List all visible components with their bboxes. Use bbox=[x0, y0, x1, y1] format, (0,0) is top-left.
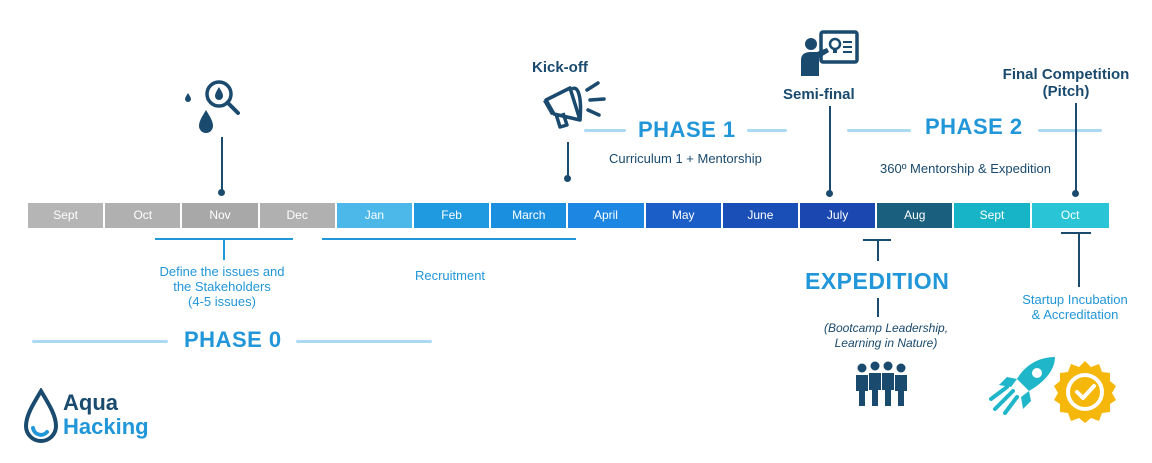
month-10: June bbox=[722, 203, 800, 228]
startup-incubation-label: Startup Incubation & Accreditation bbox=[1000, 292, 1150, 322]
phase0-title: PHASE 0 bbox=[184, 327, 282, 352]
aqua-hacking-logo: Aqua Hacking bbox=[22, 388, 172, 446]
phase0-line-right bbox=[296, 340, 432, 343]
phase2-line-right bbox=[1038, 129, 1102, 132]
month-12: Aug bbox=[877, 203, 955, 228]
presentation-icon bbox=[801, 30, 859, 76]
month-5: Jan bbox=[336, 203, 414, 228]
final-competition-line1: Final Competition bbox=[1002, 66, 1130, 83]
expedition-description: (Bootcamp Leadership, Learning in Nature… bbox=[805, 321, 967, 351]
expedition-desc-line1: (Bootcamp Leadership, bbox=[823, 321, 949, 335]
logo-text-hacking: Hacking bbox=[63, 414, 149, 439]
startup-line2: & Accreditation bbox=[1031, 307, 1119, 322]
month-9: May bbox=[645, 203, 723, 228]
define-issues-line3: (4-5 issues) bbox=[188, 294, 256, 309]
startup-connector-line bbox=[1078, 232, 1080, 287]
recruitment-label: Recruitment bbox=[414, 268, 486, 283]
water-search-icon bbox=[185, 80, 240, 133]
phase0-line-left bbox=[32, 340, 168, 343]
semifinal-label: Semi-final bbox=[783, 86, 855, 103]
month-1: Sept bbox=[28, 203, 106, 228]
nov-connector-dot bbox=[218, 189, 225, 196]
phase2-line-left bbox=[847, 129, 911, 132]
recruitment-bracket bbox=[322, 238, 576, 240]
water-drop-logo-icon bbox=[23, 388, 59, 443]
month-8: April bbox=[568, 203, 646, 228]
rocket-icon bbox=[989, 357, 1055, 415]
month-7: March bbox=[491, 203, 569, 228]
megaphone-icon bbox=[543, 81, 606, 129]
final-connector-dot bbox=[1072, 190, 1079, 197]
month-6: Feb bbox=[414, 203, 492, 228]
kickoff-connector-dot bbox=[564, 175, 571, 182]
month-3: Nov bbox=[182, 203, 260, 228]
expedition-title: EXPEDITION bbox=[805, 268, 950, 294]
define-issues-line2: the Stakeholders bbox=[173, 279, 271, 294]
nov-connector-line bbox=[221, 137, 223, 192]
kickoff-label: Kick-off bbox=[532, 59, 588, 76]
startup-line1: Startup Incubation bbox=[1022, 292, 1128, 307]
define-bracket-tick bbox=[223, 238, 225, 260]
phase1-title: PHASE 1 bbox=[638, 117, 736, 142]
phase1-description: Curriculum 1 + Mentorship bbox=[609, 151, 762, 166]
month-13: Sept bbox=[954, 203, 1032, 228]
define-issues-line1: Define the issues and bbox=[159, 264, 285, 279]
phase1-line-left bbox=[584, 129, 626, 132]
final-competition-label: Final Competition (Pitch) bbox=[987, 66, 1145, 100]
startup-bracket bbox=[1061, 232, 1091, 234]
define-issues-label: Define the issues and the Stakeholders (… bbox=[142, 264, 302, 309]
month-2: Oct bbox=[105, 203, 183, 228]
semifinal-connector-line bbox=[829, 106, 831, 192]
phase1-line-right bbox=[747, 129, 787, 132]
semifinal-connector-dot bbox=[826, 190, 833, 197]
logo-text-aqua: Aqua bbox=[63, 390, 118, 415]
final-connector-line bbox=[1075, 103, 1077, 193]
expedition-desc-line2: Learning in Nature) bbox=[834, 336, 938, 350]
kickoff-connector-line bbox=[567, 142, 569, 177]
team-people-icon bbox=[856, 361, 907, 406]
accreditation-badge-icon bbox=[1054, 361, 1116, 423]
expedition-lower-line bbox=[877, 298, 879, 317]
phase2-description: 360º Mentorship & Expedition bbox=[880, 161, 1051, 176]
phase2-title: PHASE 2 bbox=[925, 114, 1023, 139]
month-14: Oct bbox=[1031, 203, 1109, 228]
expedition-bracket-tick bbox=[877, 239, 879, 261]
month-4: Dec bbox=[259, 203, 337, 228]
final-competition-line2: (Pitch) bbox=[1042, 83, 1090, 100]
month-11: July bbox=[800, 203, 878, 228]
